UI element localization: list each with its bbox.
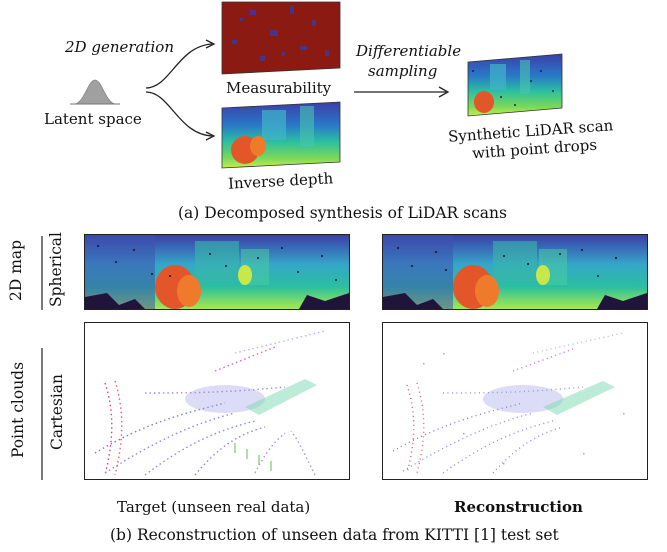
row-label-point-clouds: Point clouds (9, 361, 27, 458)
inverse-depth-map (221, 101, 341, 169)
branch-arrow-up (145, 43, 213, 89)
label-sampling: sampling (368, 62, 438, 80)
row-label-spherical: Spherical (47, 232, 65, 307)
label-measurability: Measurability (226, 79, 332, 97)
spherical-map-target (84, 234, 350, 310)
measurability-map (221, 1, 341, 75)
synthetic-scan-map (467, 53, 563, 117)
row-label-cartesian: Cartesian (48, 373, 66, 451)
spherical-map-reconstruction (382, 234, 648, 310)
label-reconstruction: Reconstruction (454, 498, 583, 516)
point-cloud-reconstruction (382, 322, 648, 480)
label-latent-space: Latent space (44, 110, 142, 128)
label-differentiable: Differentiable (356, 42, 462, 60)
point-cloud-target (84, 322, 350, 480)
label-target: Target (unseen real data) (117, 498, 311, 516)
caption-b: (b) Reconstruction of unseen data from K… (110, 526, 559, 544)
gaussian-curve-icon (73, 79, 117, 105)
branch-arrow-down (145, 91, 213, 137)
caption-a: (a) Decomposed synthesis of LiDAR scans (178, 204, 507, 222)
label-2d-generation: 2D generation (65, 38, 174, 56)
row-label-2d-map: 2D map (7, 239, 25, 301)
